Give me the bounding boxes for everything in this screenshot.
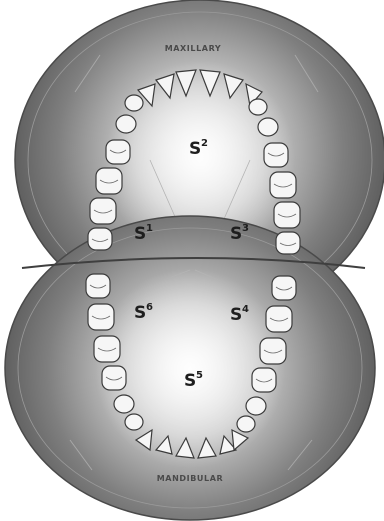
tooth-icon [276,232,300,254]
tooth-icon [270,172,296,198]
tooth-icon [88,304,114,330]
tooth-icon [272,276,296,300]
tooth-icon [106,140,130,164]
tooth-icon [94,336,120,362]
tooth-icon [246,397,266,415]
tooth-icon [274,202,300,228]
svg-text:S: S [134,224,146,244]
tooth-icon [114,395,134,413]
svg-text:5: 5 [196,370,203,381]
tooth-icon [125,414,143,430]
tooth-icon [86,274,110,298]
svg-text:2: 2 [201,138,208,149]
svg-text:4: 4 [242,304,249,315]
tooth-icon [266,306,292,332]
svg-text:3: 3 [242,223,249,234]
svg-text:1: 1 [146,223,153,234]
tooth-icon [260,338,286,364]
tooth-icon [96,168,122,194]
tooth-icon [237,416,255,432]
tooth-icon [252,368,276,392]
svg-text:S: S [184,371,196,391]
tooth-icon [264,143,288,167]
svg-text:S: S [134,303,146,323]
tooth-icon [125,95,143,111]
tooth-icon [88,228,112,250]
svg-text:S: S [230,224,242,244]
svg-text:S: S [230,305,242,325]
tooth-icon [249,99,267,115]
svg-text:6: 6 [146,302,153,313]
tooth-icon [116,115,136,133]
maxillary-label: MAXILLARY [165,44,222,53]
mandibular-label: MANDIBULAR [157,474,224,483]
svg-text:S: S [189,139,201,159]
tooth-icon [258,118,278,136]
tooth-icon [90,198,116,224]
tooth-icon [102,366,126,390]
